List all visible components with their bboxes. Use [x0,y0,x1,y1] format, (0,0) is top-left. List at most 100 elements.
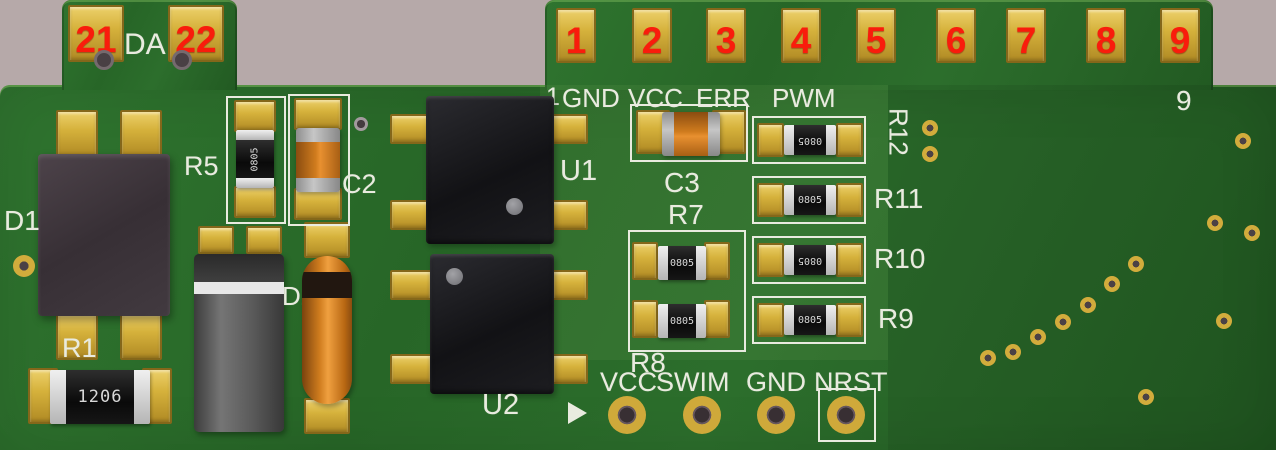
pad-number: 2 [641,20,663,61]
r10-silk-outline [752,236,866,284]
edge-pad-4: 4 [781,8,821,63]
edge-pad-8: 8 [1086,8,1126,63]
via [1216,313,1232,329]
chip-marking: 0805 [797,134,823,146]
r8-pad [704,300,730,338]
pad-number: 8 [1095,20,1117,61]
drill-hole [94,50,114,70]
resistor-body: 0805 [794,125,826,155]
c2-component [296,128,340,192]
resistor-end-cap [236,178,274,188]
edge-pad-2: 2 [632,8,672,63]
silk-designator-r12: R12 [883,108,914,156]
silk-pin9-marker: 9 [1176,85,1192,116]
r12-pad [757,123,784,157]
r11-pad [757,183,784,217]
r5-pad [234,186,276,218]
r9-component: 0805 [784,305,836,335]
resistor-end-cap [236,130,274,140]
via [1055,314,1071,330]
c2-pad [294,98,342,130]
u1-component [426,96,554,244]
pad-number: 7 [1015,20,1037,61]
capacitor-top [194,254,284,282]
edge-pad-7: 7 [1006,8,1046,63]
r12-component: 0805 [784,125,836,155]
silk-label-gnd: GND [562,83,620,113]
r11-component: 0805 [784,185,836,215]
via [922,146,938,162]
pad-number: 9 [1169,20,1191,61]
via [1207,215,1223,231]
resistor-end-cap [696,304,706,338]
u1-pin1-dot [506,198,523,215]
d1-pad [56,312,98,360]
header-hole-nrst [827,396,865,434]
silk-designator-d1: D1 [4,205,40,236]
r10-component: 0805 [784,245,836,275]
header-hole-vcc [608,396,646,434]
silk-designator-r7: R7 [668,199,704,230]
resistor-body: 1206 [66,370,134,424]
d2-pad [304,222,350,258]
chip-marking: 0805 [797,194,823,206]
resistor-end-cap [826,125,836,155]
silk-label-pwm: PWM [772,83,836,113]
resistor-end-cap [696,246,706,280]
silk-designator-r8: R8 [630,347,666,378]
resistor-end-cap [784,305,794,335]
pad-number: 4 [790,20,812,61]
via [1244,225,1260,241]
resistor-end-cap [658,304,668,338]
edge-pad-1: 1 [556,8,596,63]
edge-pad-5: 5 [856,8,896,63]
resistor-body: 0805 [668,246,696,280]
resistor-body: 0805 [794,305,826,335]
pad-number: 5 [865,20,887,61]
d1-component [38,154,170,316]
c3-silk-outline [630,104,748,162]
chip-marking: 0805 [669,315,695,327]
r5-pad [234,100,276,132]
via [1138,389,1154,405]
resistor-body: 0805 [794,245,826,275]
capacitor-body [296,142,340,178]
polarity-stripe [194,282,284,294]
edge-pad-9: 9 [1160,8,1200,63]
r7-component: 0805 [658,246,706,280]
u2-pad [552,270,588,300]
u2-pin1-dot [446,268,463,285]
r5-component: 0805 [236,130,274,188]
d2-component [302,256,352,404]
silk-label-da: DA [124,28,166,61]
resistor-body: 0805 [668,304,696,338]
r1-component: 1206 [50,370,150,424]
silk-designator-r11: R11 [874,183,924,214]
r9-silk-outline [752,296,866,344]
u2-pad [390,354,432,384]
chip-marking: 0805 [797,314,823,326]
r5-silk-outline [226,96,286,224]
r10-pad [836,243,863,277]
electrolytic-capacitor [194,254,284,432]
chip-marking: 0805 [669,257,695,269]
chip-marking: 0805 [797,254,823,266]
edge-pad-6: 6 [936,8,976,63]
silk-designator-r9: R9 [878,303,914,334]
r10-pad [757,243,784,277]
r9-pad [757,303,784,337]
edge-pad-21: 21 [68,5,124,62]
cathode-band [302,272,352,298]
r11-silk-outline [752,176,866,224]
silk-header-swim: SWIM [656,367,730,397]
via [1080,297,1096,313]
silk-designator-r5: R5 [184,151,219,181]
d1-pad [56,110,98,158]
resistor-end-cap [784,245,794,275]
capacitor-terminal [296,178,340,192]
via [1235,133,1251,149]
nrst-silk-outline [818,388,876,442]
via [922,120,938,136]
r7-pad [704,242,730,280]
